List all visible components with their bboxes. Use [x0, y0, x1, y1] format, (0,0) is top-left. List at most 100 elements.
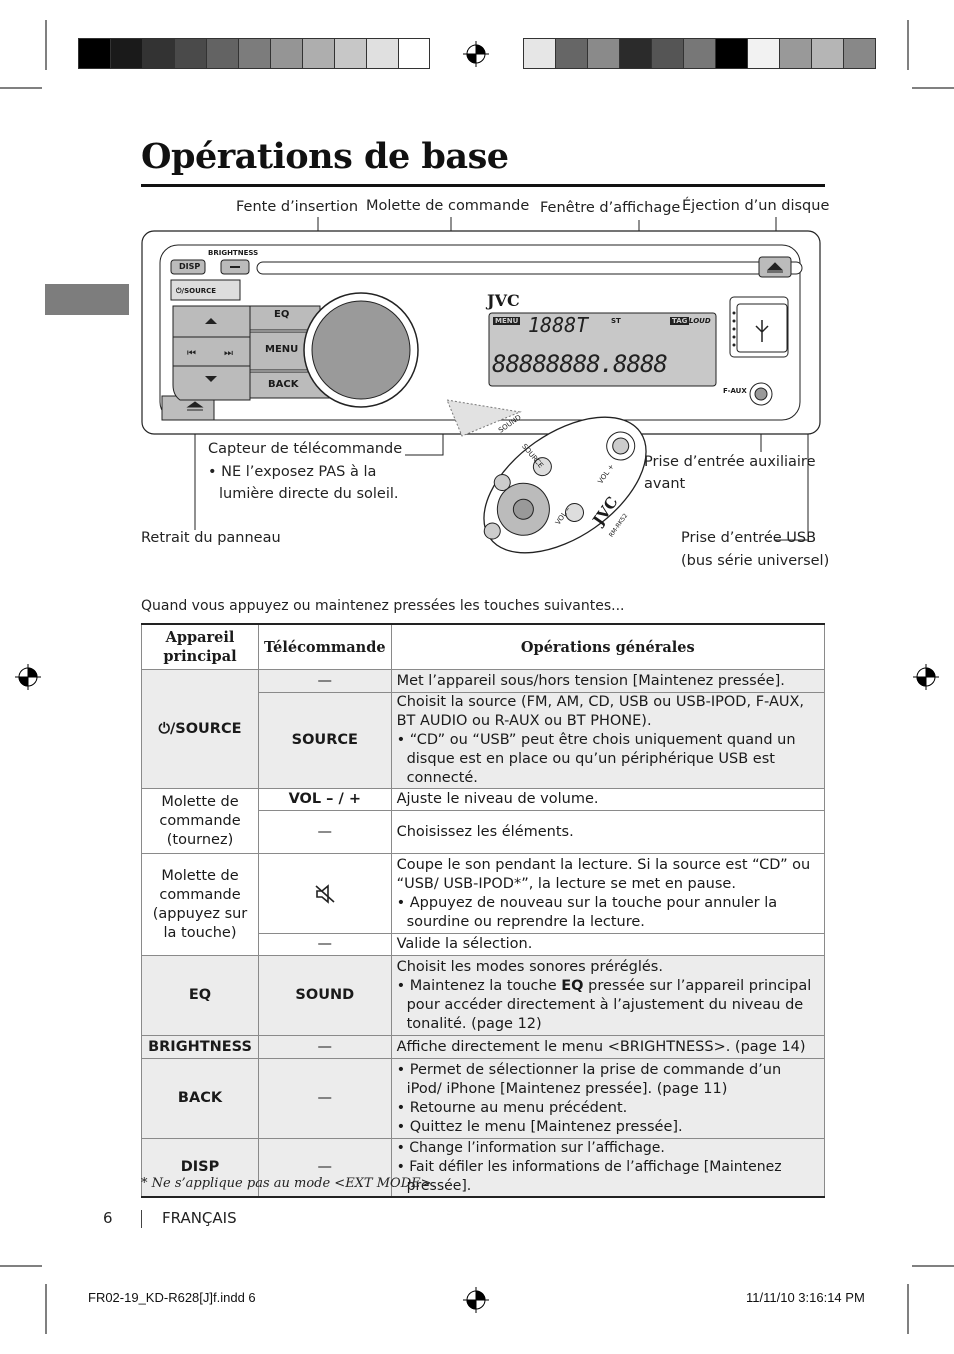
registration-mark-right	[913, 664, 939, 690]
table-row: Molette de commande (tournez) VOL – / + …	[141, 788, 826, 854]
table-intro: Quand vous appuyez ou maintenez pressées…	[141, 598, 625, 614]
unit-brightness-label: BRIGHTNESS	[208, 249, 259, 257]
cell-main-back: BACK	[141, 1058, 259, 1139]
registration-mark-top	[463, 41, 489, 67]
label-ejection: Éjection d’un disque	[682, 198, 830, 214]
svg-text:⏮: ⏮	[187, 348, 196, 359]
cell-main-molette-tournez: Molette de commande (tournez)	[141, 788, 259, 854]
mute-icon	[315, 883, 335, 904]
color-calibration-bar-left	[78, 38, 430, 69]
faceplate: ⏮ ⏭	[141, 230, 821, 437]
slug-date: 11/11/10 3:16:14 PM	[746, 1290, 865, 1305]
table-row: Molette de commande (appuyez sur la touc…	[141, 853, 826, 956]
header-operations: Opérations générales	[390, 623, 826, 670]
op-bullet: • Quittez le menu [Maintenez pressée].	[396, 1118, 683, 1135]
op-bullet: • Retourne au menu précédent.	[396, 1099, 628, 1116]
color-calibration-bar-right	[523, 38, 876, 69]
lcd-tag-indicator: TAG	[670, 317, 690, 325]
operations-table: Appareil principal Télécommande Opératio…	[141, 623, 826, 1198]
unit-menu-button-label: MENU	[265, 344, 299, 355]
op-bullet: • Appuyez de nouveau sur la touche pour …	[396, 894, 778, 930]
cell-remote: —	[258, 933, 392, 956]
registration-mark-bottom	[463, 1287, 489, 1313]
op-line: BT AUDIO ou R-AUX ou BT PHONE).	[396, 713, 652, 729]
label-prise-aux-1: Prise d’entrée auxiliaire	[644, 454, 816, 470]
op-text-bold: EQ	[561, 977, 584, 994]
table-row: EQ SOUND Choisit les modes sonores préré…	[141, 955, 826, 1036]
op-line: Choisit les modes sonores préréglés.	[396, 958, 663, 975]
op-bullet: • Maintenez la touche EQ pressée sur l’a…	[397, 977, 819, 1034]
title-underline	[141, 184, 825, 187]
lcd-menu-indicator: MENU	[493, 317, 521, 325]
op-line: Coupe le son pendant la lecture. Si la s…	[396, 856, 811, 892]
cell-operation: Choisit les modes sonores préréglés. • M…	[390, 955, 826, 1036]
unit-back-button-label: BACK	[268, 379, 299, 390]
cell-main-brightness: BRIGHTNESS	[141, 1035, 259, 1059]
cell-remote: —	[258, 669, 392, 693]
op-text: pressée sur l’appareil principal pour ac…	[406, 977, 812, 1032]
cell-remote-vol: VOL – / +	[258, 788, 392, 811]
unit-source-button-label: ⏻/SOURCE	[176, 287, 217, 295]
table-row: SOURCE Choisit la source (FM, AM, CD, US…	[142, 692, 826, 789]
cell-operation: • Permet de sélectionner la prise de com…	[390, 1058, 826, 1139]
cell-operation: Choisissez les éléments.	[390, 810, 826, 854]
table-row: BACK — • Permet de sélectionner la prise…	[141, 1058, 826, 1139]
table-row: — Valide la sélection.	[142, 933, 826, 956]
footer-separator	[141, 1210, 142, 1228]
slug-file: FR02-19_KD-R628[J]f.indd 6	[88, 1290, 256, 1305]
cell-operation: Ajuste le niveau de volume.	[390, 788, 826, 811]
label-capteur-note-2: lumière directe du soleil.	[219, 486, 399, 502]
unit-brand-logo: JVC	[487, 291, 520, 310]
cell-main-molette-appuyez: Molette de commande (appuyez sur la touc…	[141, 853, 259, 956]
header-appareil: Appareil principal	[141, 623, 259, 670]
op-bullet: • Permet de sélectionner la prise de com…	[396, 1061, 782, 1097]
label-fente-insertion: Fente d’insertion	[236, 199, 359, 215]
table-row: BRIGHTNESS — Affiche directement le menu…	[141, 1035, 826, 1059]
cell-remote: —	[258, 1058, 392, 1139]
cell-remote-mute	[258, 853, 392, 934]
label-capteur: Capteur de télécommande	[208, 441, 403, 457]
unit-disp-button-label: DISP	[179, 262, 201, 271]
registration-mark-left	[15, 664, 41, 690]
cell-remote-source: SOURCE	[258, 692, 392, 789]
section-tab	[45, 284, 129, 315]
label-prise-aux-2: avant	[644, 476, 686, 492]
cell-remote: —	[258, 810, 392, 854]
unit-faux-label: F-AUX	[723, 387, 747, 395]
op-text: • Maintenez la touche	[396, 977, 562, 994]
cell-main-eq: EQ	[141, 955, 259, 1036]
unit-eq-button-label: EQ	[274, 309, 290, 320]
lcd-loud-indicator: LOUD	[689, 317, 711, 325]
label-prise-usb-2: (bus série universel)	[681, 553, 830, 569]
footer-language: FRANÇAIS	[162, 1209, 237, 1227]
label-capteur-note-1: • NE l’exposez PAS à la	[208, 464, 377, 480]
label-retrait-panneau: Retrait du panneau	[141, 530, 281, 546]
cell-operation: Met l’appareil sous/hors tension [Mainte…	[390, 669, 826, 693]
footnote: * Ne s’applique pas au mode <EXT MODE>.	[141, 1176, 436, 1191]
cell-main-disp: DISP	[141, 1138, 259, 1198]
table-header-row: Appareil principal Télécommande Opératio…	[141, 623, 826, 670]
op-bullet: • Fait défiler les informations de l’aff…	[396, 1159, 782, 1194]
svg-text:⏭: ⏭	[224, 348, 233, 359]
op-bullet: • “CD” ou “USB” peut être chois uniqueme…	[396, 732, 796, 786]
cell-operation: Valide la sélection.	[390, 933, 826, 956]
cell-remote-sound: SOUND	[258, 955, 392, 1036]
label-molette: Molette de commande	[366, 198, 530, 214]
page-number: 6	[103, 1209, 113, 1227]
table-row: ⏻/SOURCE — Met l’appareil sous/hors tens…	[141, 669, 826, 789]
lcd-st-indicator: ST	[611, 317, 621, 325]
lcd-main-segments: 88888888.8888	[492, 350, 668, 378]
op-line: Choisit la source (FM, AM, CD, USB ou US…	[396, 694, 805, 710]
lcd-top-segments: 1888T	[528, 313, 589, 337]
label-fenetre-affichage: Fenêtre d’affichage	[540, 200, 681, 216]
cell-remote: —	[258, 1138, 392, 1198]
label-prise-usb-1: Prise d’entrée USB	[681, 530, 817, 546]
cell-operation: Coupe le son pendant la lecture. Si la s…	[390, 853, 826, 934]
page-title: Opérations de base	[141, 136, 509, 177]
remote-control	[483, 416, 647, 554]
cell-operation: • Change l’information sur l’affichage. …	[390, 1138, 826, 1198]
cell-operation: Choisit la source (FM, AM, CD, USB ou US…	[390, 692, 826, 789]
car-stereo-diagram: ⏮ ⏭	[141, 217, 821, 554]
cell-remote: —	[258, 1035, 392, 1059]
